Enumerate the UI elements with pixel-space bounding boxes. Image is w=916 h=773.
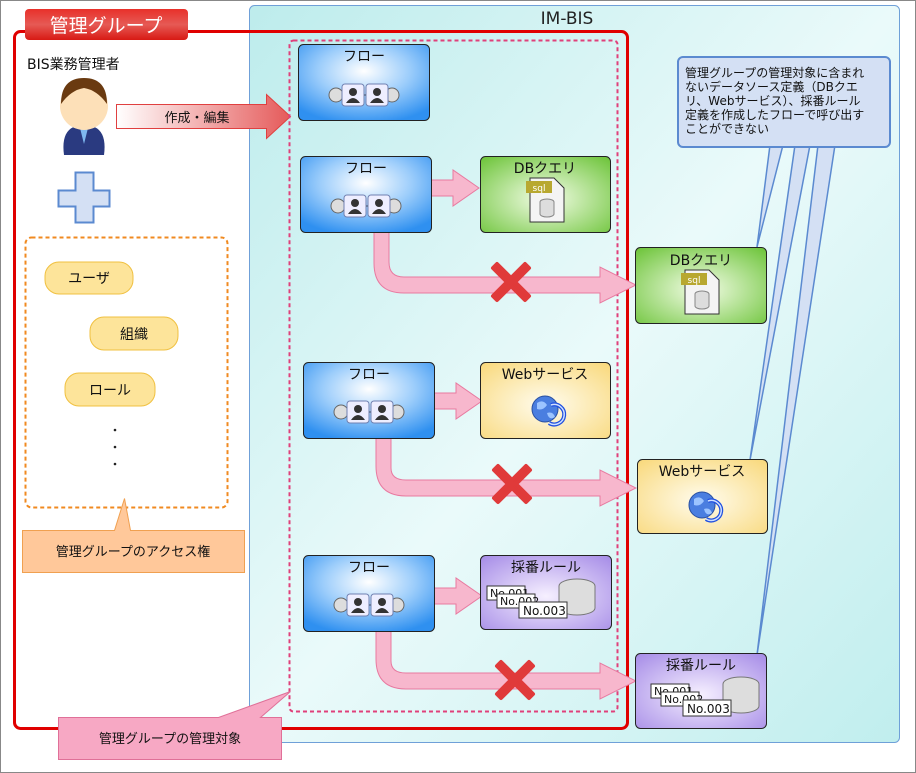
sql-file-icon: sql: [526, 177, 565, 223]
panel-title: IM-BIS: [541, 9, 594, 29]
group-border: [13, 30, 629, 730]
svg-text:リ、Webサービス）、採番ルール: リ、Webサービス）、採番ルール: [685, 94, 860, 108]
user-icon: [60, 78, 108, 155]
flow2-to-db-arrow: [430, 169, 480, 207]
svg-text:フロー: フロー: [348, 560, 390, 576]
plus-icon: [57, 171, 111, 224]
svg-text:組織: 組織: [120, 327, 148, 343]
managed-caption-callout: [58, 691, 291, 760]
svg-text:DBクエリ: DBクエリ: [670, 253, 732, 269]
svg-text:採番ルール: 採番ルール: [511, 560, 581, 576]
svg-text:採番ルール: 採番ルール: [666, 658, 736, 674]
flow-box-1: フロー: [298, 44, 430, 121]
flow2-to-external-db-arrow: [373, 231, 638, 304]
number-rule-icon: No.001 No.002 No.003: [486, 578, 596, 619]
managed-caption: 管理グループの管理対象: [99, 732, 241, 747]
access-item-organization: 組織: [89, 316, 179, 351]
group-title-tab: [25, 9, 188, 40]
external-web-service-box: Webサービス: [637, 459, 768, 534]
svg-text:フロー: フロー: [348, 367, 390, 383]
svg-text:Webサービス: Webサービス: [502, 367, 589, 383]
web-service-box: Webサービス: [480, 362, 611, 439]
managed-objects-box: [288, 39, 619, 713]
external-db-query-box: DBクエリ sql: [635, 247, 767, 324]
access-item-user: ユーザ: [44, 261, 134, 295]
access-caption-callout: [22, 498, 245, 573]
ellipsis: [113, 428, 117, 466]
edit-arrow: [116, 93, 292, 140]
number-rule-box: 採番ルール No.001 No.002 No.003: [480, 555, 612, 630]
number-label: No.003: [523, 604, 566, 618]
access-caption: 管理グループのアクセス権: [56, 544, 211, 560]
external-number-rule-box: 採番ルール No.001 No.002 No.003: [635, 653, 767, 729]
flow3-to-web-arrow: [433, 382, 483, 420]
note-text: 管理グループの管理対象に含まれ ないデータソース定義（DBクエ リ、Webサービ…: [685, 65, 864, 136]
flow-box-4: フロー: [303, 555, 435, 632]
flow-box-2: フロー: [300, 156, 432, 233]
access-item-role: ロール: [64, 372, 156, 407]
number-label: No.003: [687, 702, 730, 716]
svg-text:sql: sql: [688, 276, 701, 286]
svg-text:管理グループの管理対象に含まれ: 管理グループの管理対象に含まれ: [685, 65, 864, 80]
edit-arrow-label: 作成・編集: [164, 110, 229, 126]
svg-text:ロール: ロール: [89, 383, 131, 399]
flow4-to-external-number-arrow: [375, 630, 638, 700]
svg-text:DBクエリ: DBクエリ: [514, 161, 576, 177]
role-label: BIS業務管理者: [27, 57, 120, 73]
svg-text:フロー: フロー: [343, 49, 385, 65]
svg-text:定義を作成したフローで呼び出す: 定義を作成したフローで呼び出す: [685, 107, 864, 122]
note-callout: [677, 56, 891, 148]
flow-box-3: フロー: [303, 362, 435, 439]
svg-text:Webサービス: Webサービス: [659, 464, 746, 480]
flow3-to-external-web-arrow: [375, 437, 638, 507]
flow4-to-number-arrow: [433, 577, 483, 615]
svg-text:フロー: フロー: [345, 161, 387, 177]
connectors: [373, 169, 638, 700]
svg-text:ことができない: ことができない: [685, 121, 769, 136]
svg-text:ないデータソース定義（DBクエ: ないデータソース定義（DBクエ: [685, 79, 858, 94]
svg-text:ユーザ: ユーザ: [68, 271, 110, 287]
callout-pointers: [749, 144, 836, 656]
number-rule-icon: No.001 No.002 No.003: [650, 676, 760, 717]
svg-text:sql: sql: [533, 184, 546, 194]
group-title: 管理グループ: [50, 15, 163, 37]
sql-file-icon: sql: [681, 269, 720, 315]
db-query-box: DBクエリ sql: [480, 156, 611, 233]
